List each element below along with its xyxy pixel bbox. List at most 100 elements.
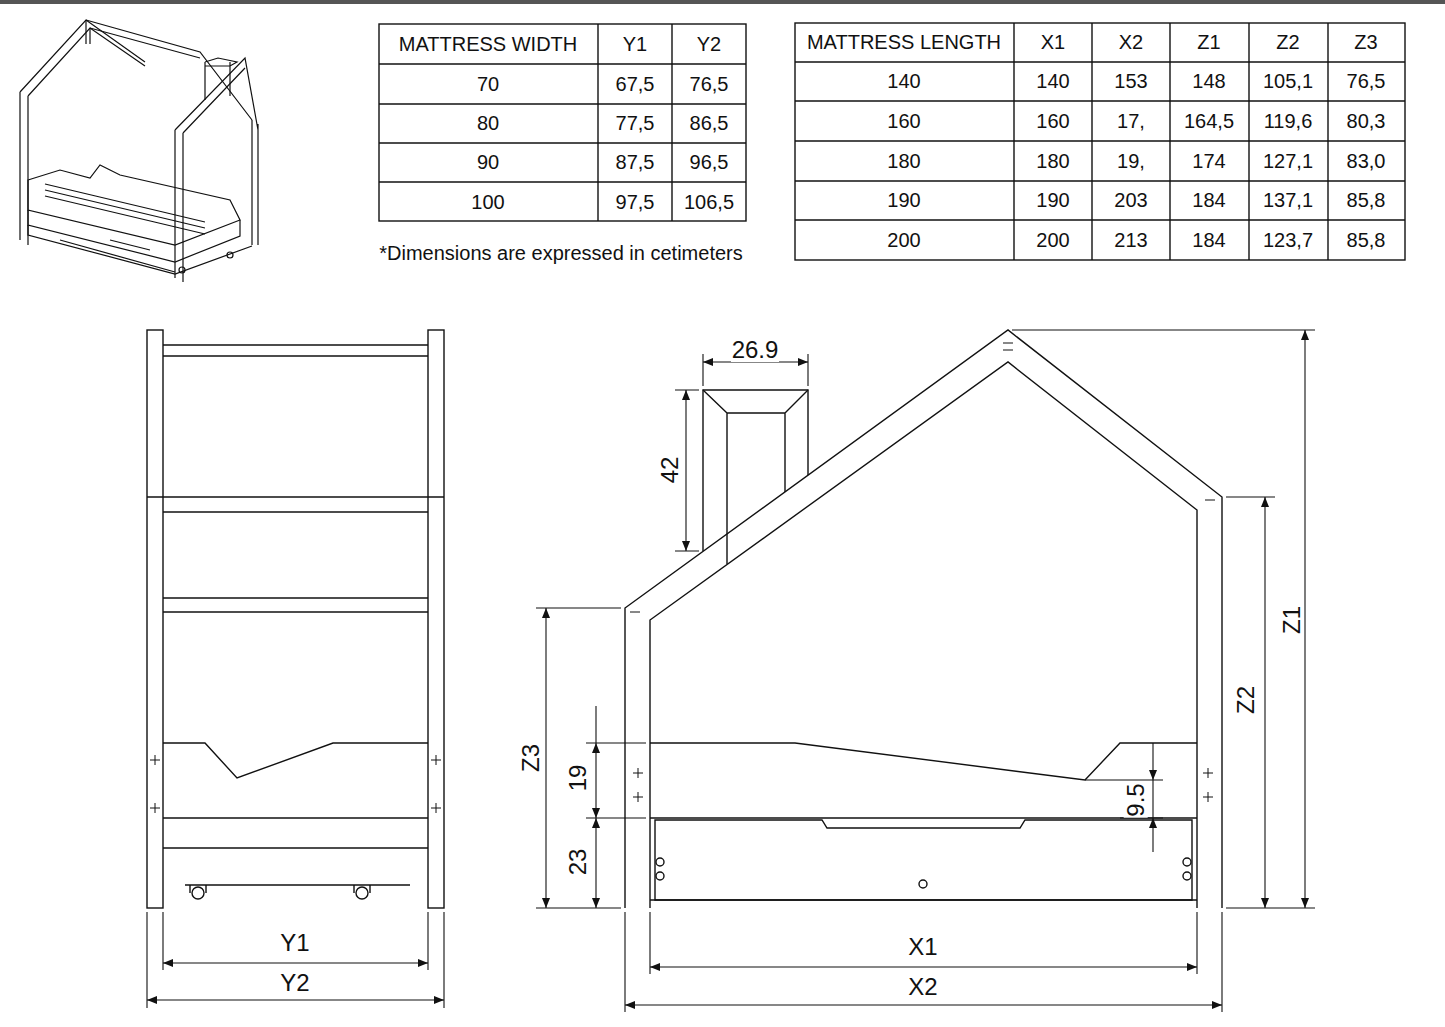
line-art [179,267,185,273]
line-art [20,20,1405,1012]
line-art [150,755,441,813]
line-art [671,24,672,221]
table-cell: 184 [1191,230,1226,250]
table-cell: 160 [1035,111,1070,131]
line-art [163,847,428,848]
table-cell: 70 [476,74,500,94]
line-art [1183,872,1191,880]
line-art [650,966,1197,967]
line-art [205,58,237,100]
line-art [163,511,428,512]
dimension-label: 9.5 [1124,782,1148,817]
table-cell: 200 [1035,230,1070,250]
table-cell: 80,3 [1346,111,1387,131]
table-cell: 164,5 [1183,111,1235,131]
line-art [45,184,205,234]
table-cell: 76,5 [689,74,730,94]
line-art [656,858,664,866]
dimension-lines [147,330,1315,1012]
line-art [795,100,1405,101]
line-art [595,706,596,743]
line-art [185,884,410,885]
line-art [163,355,428,356]
dimension-label: X2 [907,975,938,999]
table-cell: 106,5 [683,192,735,212]
line-art [1012,330,1315,908]
line-art [192,887,204,899]
table-cell: 85,8 [1346,230,1387,250]
line-art [795,23,1405,260]
table-cell: 140 [886,71,921,91]
table-cell: 190 [886,190,921,210]
table-cell: 119,6 [1263,111,1314,131]
line-art [685,390,686,551]
line-art [795,61,1405,62]
line-art [1085,780,1163,818]
line-art [163,611,428,612]
dimension-label: 26.9 [731,338,780,362]
line-art [1183,858,1191,866]
line-art [147,496,444,497]
line-art [536,608,646,908]
line-art [379,142,746,143]
line-art [795,180,1405,181]
table-cell: 97,5 [615,192,656,212]
line-art [650,817,1197,818]
table-cell: 96,5 [689,152,730,172]
line-art [595,743,596,818]
line-art [919,880,927,888]
table-cell: 180 [886,151,921,171]
line-art [190,885,370,893]
line-art [379,63,746,64]
table-cell: 180 [1035,151,1070,171]
table-cell: 19, [1116,151,1146,171]
line-art [625,1004,1222,1005]
dimension-label: X1 [907,935,938,959]
table-cell: 160 [886,111,921,131]
table-header: Z3 [1353,32,1378,52]
line-art [650,362,1197,908]
table-cell: 213 [1113,230,1148,250]
table-cell: 148 [1191,71,1226,91]
table-cell: 140 [1035,71,1070,91]
table-cell: 86,5 [689,113,730,133]
line-art [163,962,428,963]
table-header: Z1 [1196,32,1221,52]
table-cell: 105,1 [1262,71,1314,91]
dimension-label: 42 [658,456,682,485]
table-header: Y1 [622,34,648,54]
note: *Dimensions are expressed in cetimeters [378,243,744,263]
line-art [379,103,746,104]
line-art [656,872,664,880]
line-art [428,330,444,908]
table-cell: 67,5 [615,74,656,94]
line-art [1304,330,1305,908]
line-art [630,343,1215,612]
top-bar [0,0,1445,4]
side-view [625,330,1222,908]
table-header: MATTRESS WIDTH [398,34,579,54]
dimension-label: Z3 [519,743,543,773]
line-art [703,390,808,564]
line-art [595,818,596,908]
table-cell: 80 [476,113,500,133]
line-art [163,597,428,598]
length-table-grid [795,23,1405,260]
dimension-label: Y1 [279,931,310,955]
line-art [597,24,598,221]
line-art [655,820,1192,900]
line-art [163,817,428,818]
table-cell: 100 [470,192,505,212]
table-cell: 190 [1035,190,1070,210]
dimension-label: Z2 [1234,685,1258,715]
line-art [20,20,145,245]
line-art [147,999,444,1000]
table-header: X1 [1040,32,1066,52]
table-cell: 123,7 [1262,230,1314,250]
line-art [1152,743,1153,780]
bed-thumbnail [20,20,258,282]
line-art [650,899,1197,900]
line-art [163,344,428,345]
table-cell: 77,5 [615,113,656,133]
line-art [28,225,252,274]
